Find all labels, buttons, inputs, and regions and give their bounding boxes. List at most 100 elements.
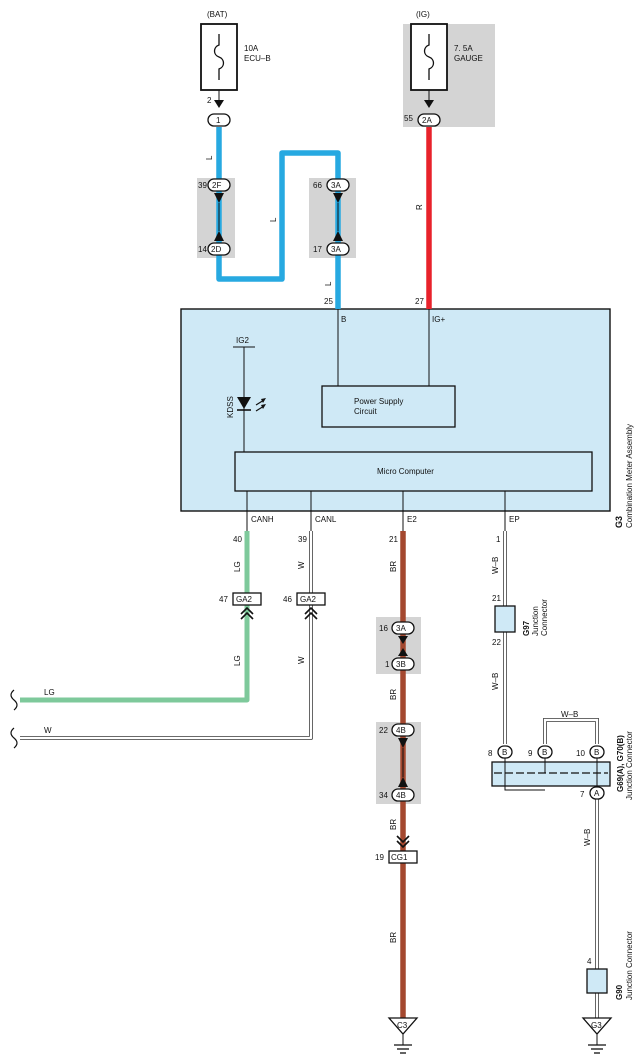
wire-label-lg-2: LG — [233, 655, 242, 666]
kdss-label: KDSS — [226, 396, 235, 418]
connector-3a-bottom-pin: 17 — [313, 245, 322, 254]
e2-pin-number: 21 — [389, 535, 398, 544]
wire-w-white — [20, 531, 313, 740]
wire-label-br-1: BR — [389, 561, 398, 572]
ig-pin-number: 55 — [404, 114, 413, 123]
connector-4b-top: 4B — [391, 723, 415, 737]
connector-ga2-lg: GA2 — [232, 592, 262, 606]
canl-label: CANL — [315, 515, 337, 524]
g69-name: Junction Connector — [625, 731, 634, 800]
g69-pin7-num: 7 — [580, 790, 585, 799]
wire-label-br-3: BR — [389, 819, 398, 830]
svg-text:1: 1 — [216, 116, 221, 125]
bat-fuse-amp: 10A — [244, 44, 259, 53]
svg-text:3A: 3A — [331, 181, 341, 190]
connector-2a-ig: 2A — [417, 113, 441, 127]
ground-g3-icon — [581, 1017, 613, 1054]
connector-ga2-lg-pin: 47 — [219, 595, 228, 604]
psc-label-2: Circuit — [354, 407, 377, 416]
g69-code: G69(A), G70(B) — [616, 735, 625, 792]
ground-g3-label: G3 — [591, 1021, 602, 1030]
micro-computer-label: Micro Computer — [377, 467, 434, 476]
canh-pin-number: 40 — [233, 535, 242, 544]
g90-pin: 4 — [587, 957, 592, 966]
connector-2d-pin: 14 — [198, 245, 207, 254]
pin-mating-marks — [214, 193, 408, 787]
svg-text:3B: 3B — [396, 660, 406, 669]
g69-pin-a-7: A — [589, 786, 605, 800]
fuse-icon — [213, 34, 225, 80]
wire-label-lg-3: LG — [44, 688, 55, 697]
wire-label-l-1: L — [205, 155, 214, 160]
g69-pin10-num: 10 — [576, 749, 585, 758]
wire-label-w-2: W — [297, 656, 306, 664]
connector-4b-top-pin: 22 — [379, 726, 388, 735]
connector-3a-bottom: 3A — [326, 242, 350, 256]
svg-text:A: A — [594, 789, 600, 798]
g90-code: G90 — [615, 984, 624, 1000]
connector-ga2-w: GA2 — [296, 592, 326, 606]
bat-fuse — [200, 23, 238, 108]
connector-3b: 3B — [391, 657, 415, 671]
svg-text:4B: 4B — [396, 726, 406, 735]
connector-3b-pin: 1 — [385, 660, 390, 669]
connector-4b-bottom-pin: 34 — [379, 791, 388, 800]
ground-c3-icon — [387, 1017, 419, 1054]
connector-3a-top-pin: 66 — [313, 181, 322, 190]
connector-cg1: CG1 — [388, 850, 418, 864]
g90-junction-box — [586, 968, 608, 994]
wire-break-marks — [10, 689, 18, 749]
connector-1: 1 — [207, 113, 231, 127]
ig-label: (IG) — [416, 10, 430, 19]
wire-label-wb-4: W–B — [583, 829, 592, 846]
wire-label-l-2: L — [269, 217, 278, 222]
pin-ig-label: IG+ — [432, 315, 445, 324]
wire-label-w-3: W — [44, 726, 52, 735]
svg-text:4B: 4B — [396, 791, 406, 800]
kdss-led-icon — [237, 397, 266, 412]
svg-text:B: B — [542, 748, 547, 757]
ep-pin-number: 1 — [496, 535, 501, 544]
wire-lg-green — [20, 531, 250, 703]
ig-fuse — [410, 23, 448, 108]
canh-label: CANH — [251, 515, 274, 524]
wire-label-wb-3: W–B — [561, 710, 578, 719]
connector-3a-br-pin: 16 — [379, 624, 388, 633]
g90-name: Junction Connector — [625, 931, 634, 1000]
g69-pin9-num: 9 — [528, 749, 533, 758]
ground-c3-label: C3 — [397, 1021, 408, 1030]
wire-label-w-1: W — [297, 561, 306, 569]
ig2-label: IG2 — [236, 336, 249, 345]
g97-pin-bottom: 22 — [492, 638, 501, 647]
connector-ga2-w-pin: 46 — [283, 595, 292, 604]
wire-label-br-4: BR — [389, 932, 398, 943]
connector-2f: 2F — [207, 178, 231, 192]
wire-label-br-2: BR — [389, 689, 398, 700]
power-supply-circuit-box — [321, 385, 456, 428]
svg-text:2A: 2A — [422, 116, 432, 125]
fuse-icon — [423, 34, 435, 80]
g97-name-1: Junction — [531, 606, 540, 636]
bat-label: (BAT) — [207, 10, 228, 19]
micro-computer-box — [234, 451, 593, 492]
svg-text:3A: 3A — [396, 624, 406, 633]
g97-name-2: Connector — [540, 599, 549, 636]
ep-label: EP — [509, 515, 520, 524]
g69-internal-link — [504, 757, 546, 791]
g97-pin-top: 21 — [492, 594, 501, 603]
pin-ig-number: 27 — [415, 297, 424, 306]
svg-text:B: B — [594, 748, 599, 757]
chevron-marks — [240, 606, 410, 849]
svg-text:B: B — [502, 748, 507, 757]
pin-b-label: B — [341, 315, 346, 324]
g97-code: G97 — [522, 620, 531, 636]
svg-text:CG1: CG1 — [391, 853, 408, 862]
wire-label-wb-2: W–B — [491, 673, 500, 690]
pin-b-number: 25 — [324, 297, 333, 306]
g69-junction-box — [491, 761, 611, 787]
g69-pin8-num: 8 — [488, 749, 493, 758]
wire-label-wb-1: W–B — [491, 557, 500, 574]
svg-text:GA2: GA2 — [236, 595, 253, 604]
connector-4b-bottom: 4B — [391, 788, 415, 802]
